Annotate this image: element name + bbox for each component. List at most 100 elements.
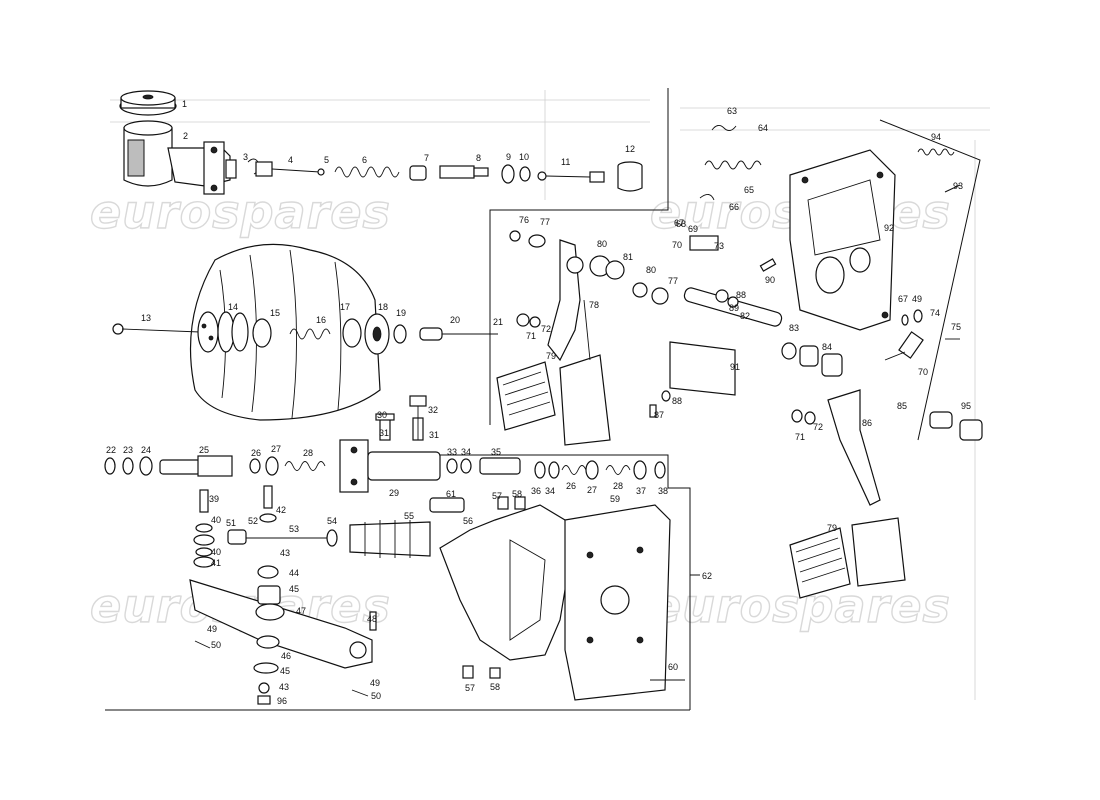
part-label-62: 62 (702, 571, 712, 581)
part-label-78: 78 (589, 300, 599, 310)
clutch-master-cylinder-assembly (119, 90, 643, 195)
part-label-22: 22 (106, 445, 116, 455)
part-label-35: 35 (491, 447, 501, 457)
part-label-28b: 28 (613, 481, 623, 491)
part-label-2: 2 (183, 131, 188, 141)
part-label-77: 77 (540, 217, 550, 227)
part-label-58b: 58 (490, 682, 500, 692)
part-label-61: 61 (446, 489, 456, 499)
part-label-57b: 57 (465, 683, 475, 693)
part-label-6: 6 (362, 155, 367, 165)
frame-master-cylinder (440, 454, 691, 710)
part-label-96: 96 (277, 696, 287, 706)
part-label-39: 39 (209, 494, 219, 504)
part-label-11: 11 (561, 157, 570, 167)
part-label-86: 86 (862, 418, 872, 428)
part-label-59: 59 (610, 494, 620, 504)
part-label-85: 85 (897, 401, 907, 411)
part-label-68: 68 (676, 219, 686, 229)
part-label-14: 14 (228, 302, 238, 312)
part-label-31: 31 (379, 428, 389, 438)
part-label-42: 42 (276, 505, 286, 515)
part-label-67: 67 (674, 218, 684, 228)
servo-shell (189, 243, 381, 421)
pedal-bracket-assembly (439, 496, 685, 701)
part-label-48: 48 (367, 614, 377, 624)
part-label-69: 69 (688, 224, 698, 234)
frame-pedal-group (489, 88, 669, 425)
part-label-83: 83 (789, 323, 799, 333)
part-label-63: 63 (727, 106, 737, 116)
part-label-27b: 27 (587, 485, 597, 495)
part-label-12: 12 (625, 144, 635, 154)
bracket-56 (439, 504, 571, 661)
part-label-88: 88 (736, 290, 746, 300)
servo-booster-assembly (112, 243, 498, 421)
part-label-47: 47 (296, 606, 306, 616)
part-label-91: 91 (730, 362, 740, 372)
part-label-28: 28 (303, 448, 313, 458)
leader-93 (944, 184, 961, 193)
part-label-31b: 31 (429, 430, 439, 440)
part-label-5: 5 (324, 155, 329, 165)
part-label-8: 8 (476, 153, 481, 163)
part-label-53: 53 (289, 524, 299, 534)
part-label-50: 50 (211, 640, 221, 650)
part-label-52: 52 (248, 516, 258, 526)
part-label-33: 33 (447, 447, 457, 457)
watermark-top-left: eurospares (90, 185, 391, 239)
part-label-51: 51 (226, 518, 236, 528)
part-label-74: 74 (930, 308, 940, 318)
part-label-40b: 40 (211, 547, 221, 557)
pedal-pad-79a (496, 361, 556, 431)
part-label-21: 21 (493, 317, 503, 327)
slave-cylinder-body (367, 451, 441, 481)
part-label-44: 44 (289, 568, 299, 578)
part-label-1: 1 (182, 99, 187, 109)
frame-pedal-box (879, 119, 981, 441)
part-label-92: 92 (884, 223, 894, 233)
part-label-3: 3 (243, 152, 248, 162)
pedal-box-assembly (699, 125, 960, 361)
part-label-94: 94 (931, 132, 941, 142)
part-label-54: 54 (327, 516, 337, 526)
part-label-45: 45 (289, 584, 299, 594)
part-label-79b: 79 (827, 523, 837, 533)
part-label-45b: 45 (280, 666, 290, 676)
part-label-25: 25 (199, 445, 209, 455)
part-label-43b: 43 (279, 682, 289, 692)
part-label-76: 76 (519, 215, 529, 225)
part-label-13: 13 (141, 313, 151, 323)
pedal-pad-79d (851, 517, 906, 587)
part-label-58: 58 (512, 489, 522, 499)
pedal-pad-79c (789, 527, 851, 599)
pedal-assembly (496, 230, 983, 599)
part-label-84: 84 (822, 342, 832, 352)
part-label-49: 49 (207, 624, 217, 634)
part-label-32: 32 (428, 405, 438, 415)
part-label-26b: 26 (566, 481, 576, 491)
part-label-19: 19 (396, 308, 406, 318)
part-label-34: 34 (461, 447, 471, 457)
part-label-71b: 71 (795, 432, 805, 442)
bracket-91 (669, 341, 736, 396)
part-label-16: 16 (316, 315, 326, 325)
part-label-29: 29 (389, 488, 399, 498)
part-label-24: 24 (141, 445, 151, 455)
part-label-18: 18 (378, 302, 388, 312)
part-label-15: 15 (270, 308, 280, 318)
part-label-71: 71 (526, 331, 536, 341)
part-label-9: 9 (506, 152, 511, 162)
part-label-81: 81 (623, 252, 633, 262)
part-label-49c: 49 (912, 294, 922, 304)
part-label-72: 72 (541, 324, 551, 334)
part-label-38: 38 (658, 486, 668, 496)
part-label-88b: 88 (672, 396, 682, 406)
part-label-77b: 77 (668, 276, 678, 286)
clutch-lever-assembly (189, 485, 465, 705)
part-label-64: 64 (758, 123, 768, 133)
pedal-arm-86 (827, 389, 881, 506)
part-label-30: 30 (377, 410, 387, 420)
part-label-82: 82 (740, 311, 750, 321)
